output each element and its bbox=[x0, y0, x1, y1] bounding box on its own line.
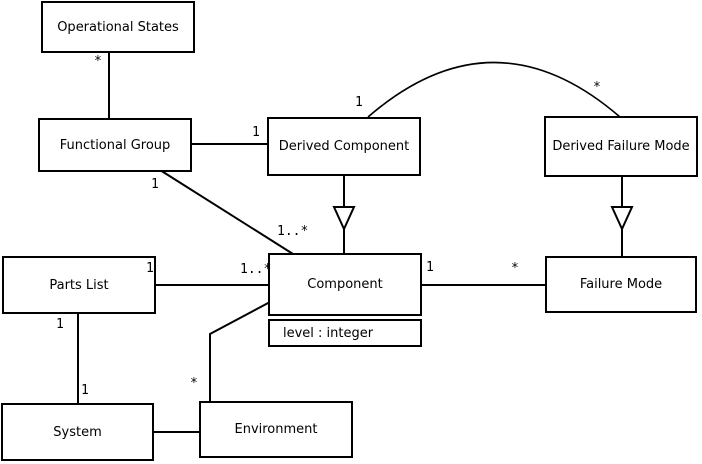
class-box-failure-mode: Failure Mode bbox=[545, 256, 697, 313]
multiplicity-label: 1..* bbox=[240, 262, 272, 277]
multiplicity-label: * bbox=[94, 54, 102, 69]
edge-functional-group-component bbox=[159, 169, 294, 255]
multiplicity-label: 1 bbox=[56, 317, 64, 332]
multiplicity-label: 1 bbox=[81, 383, 89, 398]
class-name-label: Parts List bbox=[49, 277, 109, 293]
multiplicity-label: 1 bbox=[355, 95, 363, 110]
class-name-label: Component bbox=[307, 277, 383, 292]
multiplicity-label: 1 bbox=[146, 261, 154, 276]
class-name-label: Functional Group bbox=[59, 137, 171, 153]
edge-environment-component bbox=[209, 301, 271, 402]
generalization-triangle-icon bbox=[332, 206, 356, 232]
class-name-label: Derived Component bbox=[278, 139, 410, 154]
class-box-derived-component: Derived Component bbox=[267, 117, 421, 176]
class-box-component: Component bbox=[268, 253, 422, 316]
generalization-triangle-icon bbox=[610, 206, 634, 232]
multiplicity-label: 1 bbox=[151, 177, 159, 192]
class-box-environment: Environment bbox=[199, 401, 353, 458]
edge-arc-derived-component-derived-failure-mode bbox=[367, 61, 621, 118]
class-name-label: Operational States bbox=[57, 19, 179, 35]
class-box-functional-group: Functional Group bbox=[38, 118, 192, 172]
class-name-label: System bbox=[53, 424, 102, 440]
multiplicity-label: * bbox=[190, 376, 198, 391]
class-box-derived-failure-mode: Derived Failure Mode bbox=[544, 116, 698, 177]
class-attribute-compartment-component: level : integer bbox=[268, 319, 422, 347]
multiplicity-label: * bbox=[593, 80, 601, 95]
class-box-operational-states: Operational States bbox=[41, 1, 195, 53]
class-name-label: Derived Failure Mode bbox=[552, 139, 690, 154]
class-box-parts-list: Parts List bbox=[2, 256, 156, 314]
multiplicity-label: 1 bbox=[426, 260, 434, 275]
multiplicity-label: 1..* bbox=[277, 224, 309, 239]
class-box-system: System bbox=[1, 403, 154, 461]
class-attribute-label: level : integer bbox=[283, 325, 374, 341]
class-name-label: Failure Mode bbox=[579, 277, 663, 292]
multiplicity-label: 1 bbox=[252, 125, 260, 140]
class-name-label: Environment bbox=[234, 422, 318, 437]
multiplicity-label: * bbox=[511, 261, 519, 276]
